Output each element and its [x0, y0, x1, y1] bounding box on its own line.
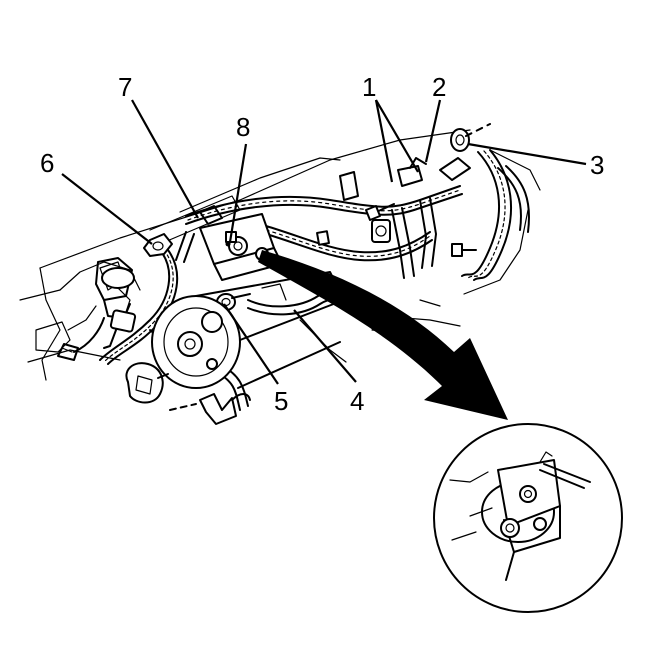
- callout-8: 8: [236, 112, 250, 142]
- mount-bracket: [95, 257, 137, 349]
- fasteners: [316, 171, 477, 257]
- stud-nut: [450, 123, 491, 152]
- leader-lines: [61, 99, 587, 385]
- starter-motor: [151, 271, 345, 389]
- detail-inset: [433, 423, 623, 613]
- callout-5: 5: [274, 386, 288, 416]
- detail-arrow: [258, 250, 508, 420]
- callout-6: 6: [40, 148, 54, 178]
- harness-connector-lower-left: [57, 317, 105, 361]
- callout-2: 2: [432, 72, 446, 102]
- callout-7: 7: [118, 72, 132, 102]
- callout-3: 3: [590, 150, 604, 180]
- harness-nut: [143, 233, 173, 257]
- starter-solenoid-terminals: [199, 205, 283, 281]
- solenoid-connector: [125, 362, 251, 425]
- callout-1: 1: [362, 72, 376, 102]
- harness-clip: [397, 157, 471, 187]
- callout-labels: 1 2 3 4 5 6 7 8: [40, 72, 604, 416]
- callout-4: 4: [350, 386, 364, 416]
- wiring-harness-main: [99, 149, 530, 411]
